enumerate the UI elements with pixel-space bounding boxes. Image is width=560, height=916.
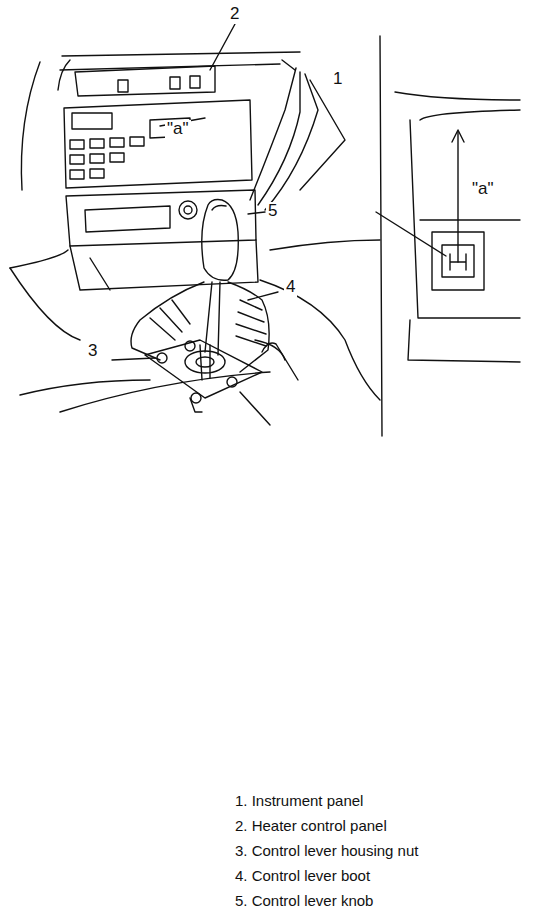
dimension-label: "a" [470,180,496,199]
callout-number: 2 [228,5,241,24]
callout-number: 3 [86,342,99,361]
callout-number: 5 [266,202,279,221]
callout-number: 1 [331,70,344,89]
key-entry: 5. Control lever knob [233,893,375,910]
key-entry: 1. Instrument panel [233,793,365,810]
dimension-label: "a" [165,120,191,139]
key-entry: 3. Control lever housing nut [233,843,420,860]
key-entry: 2. Heater control panel [233,818,389,835]
key-entry: 4. Control lever boot [233,868,372,885]
callout-number: 4 [284,278,297,297]
